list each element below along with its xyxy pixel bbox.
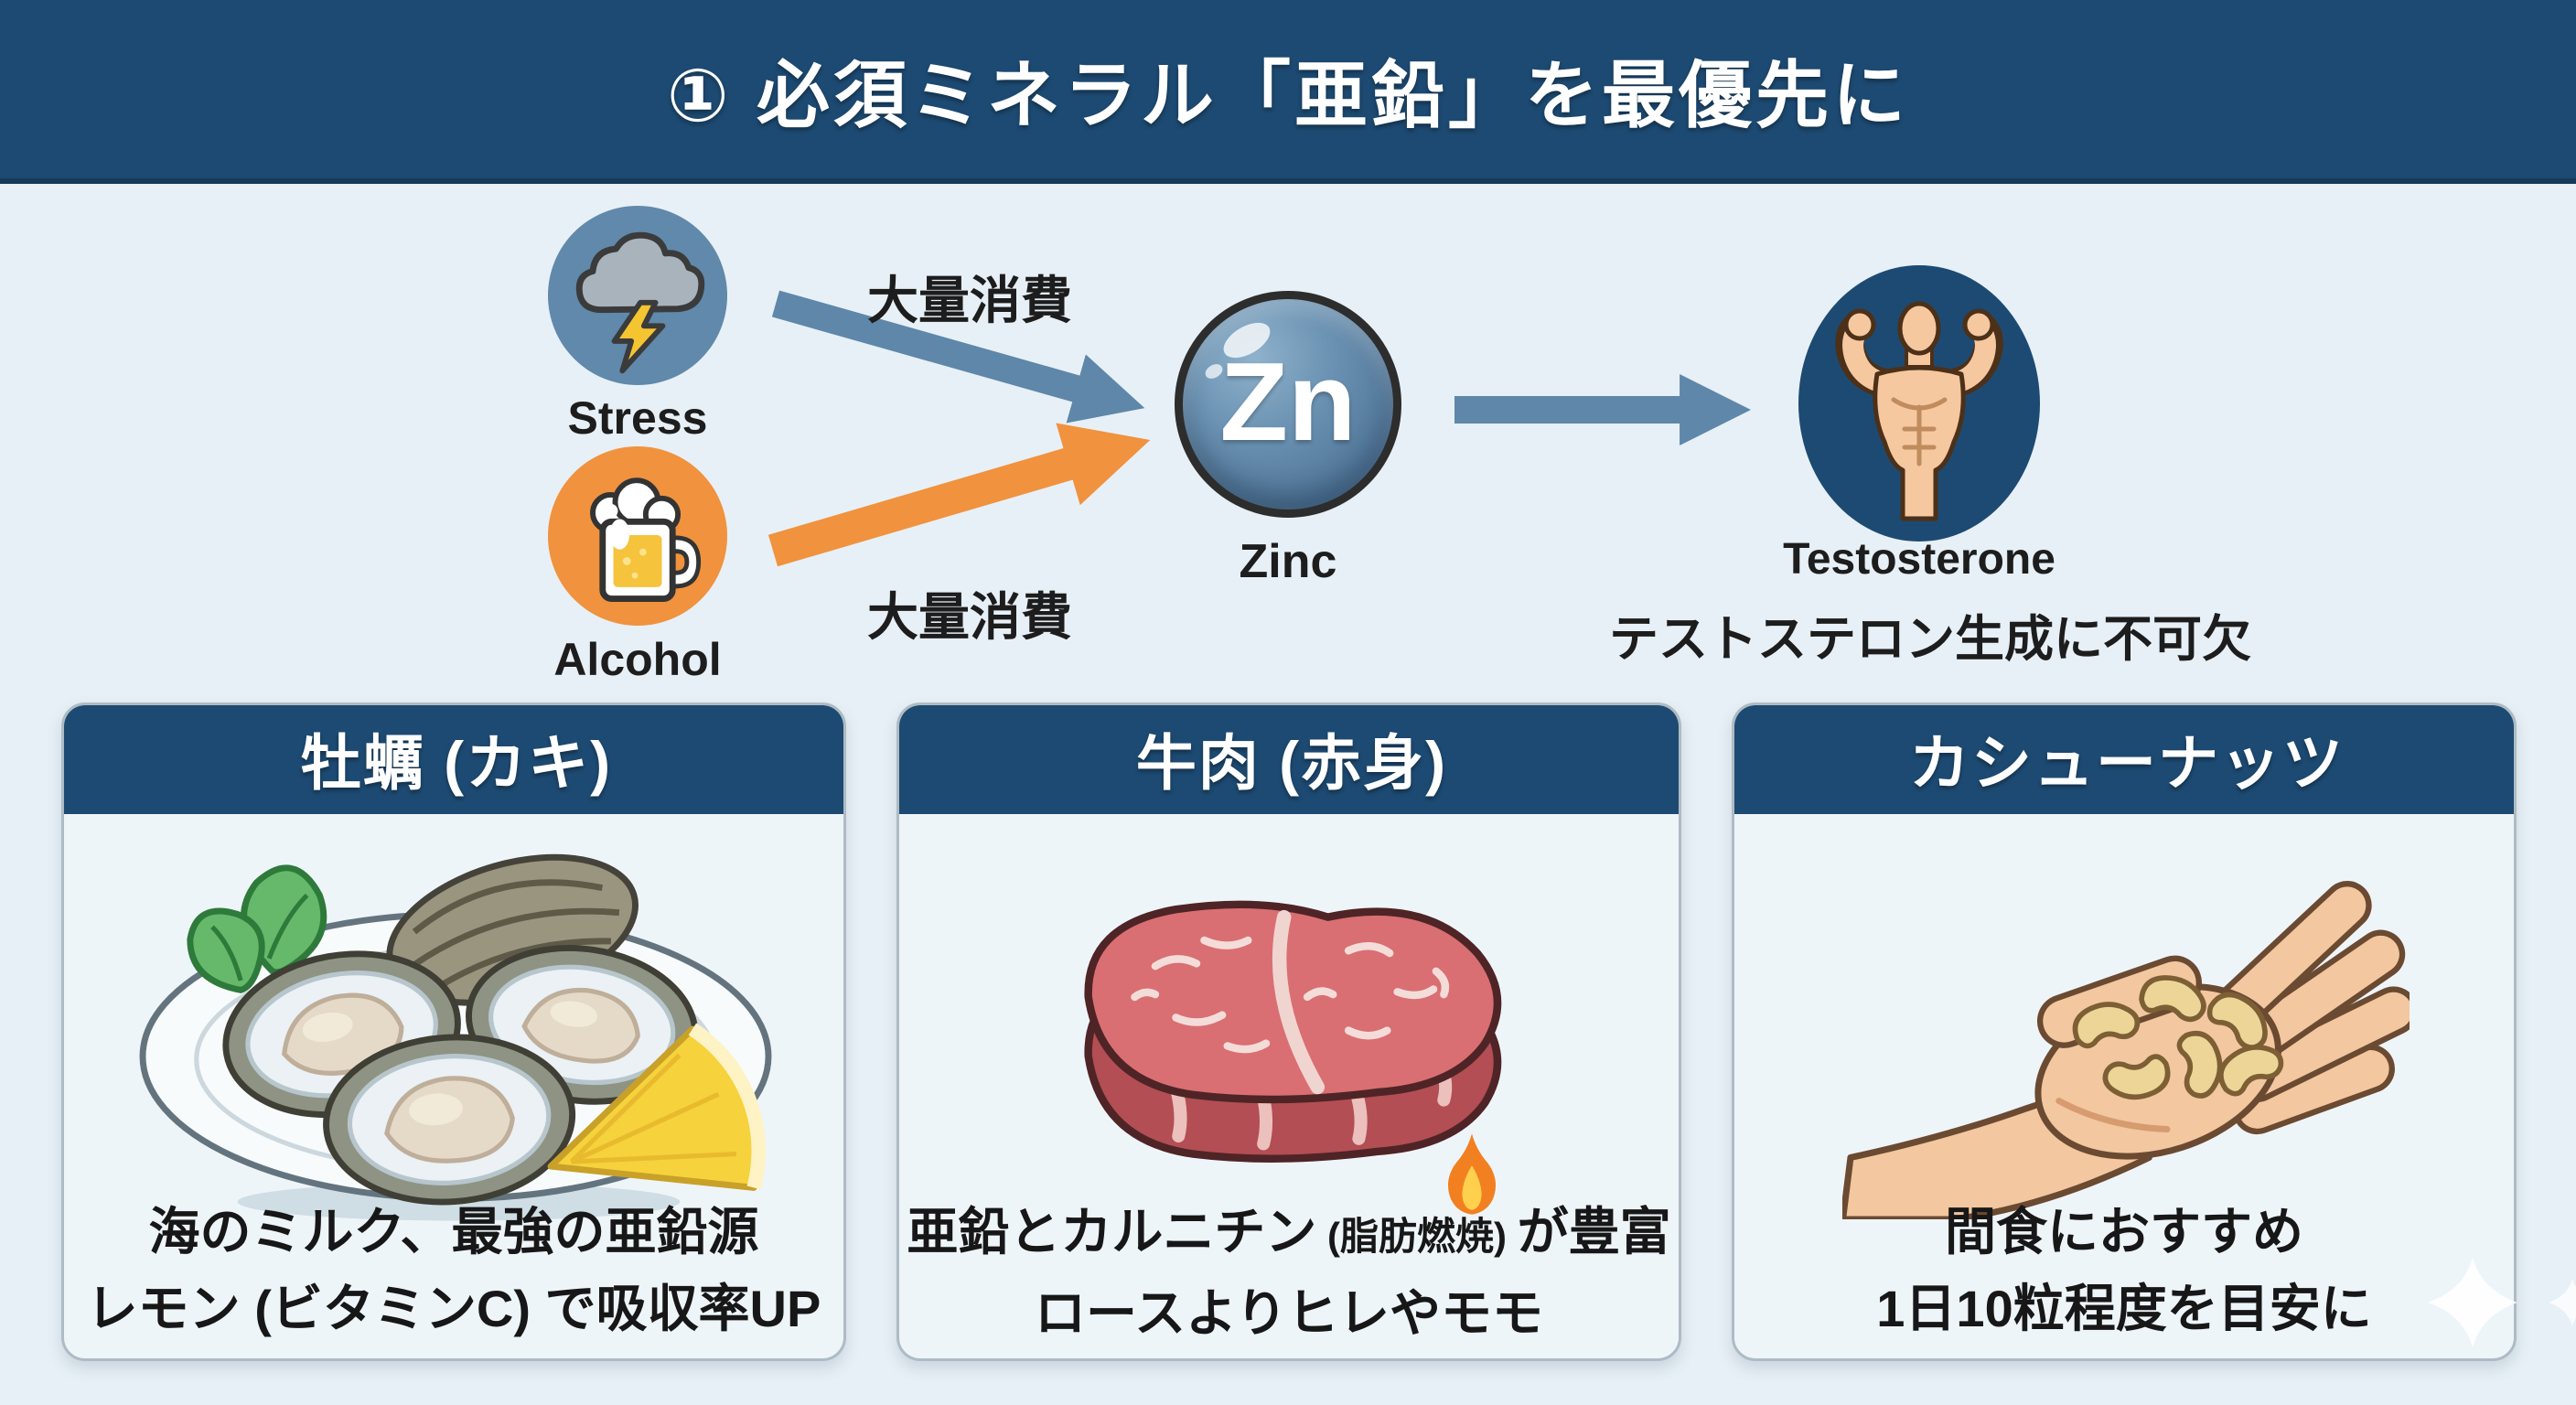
sparkle-icon xyxy=(2428,1258,2517,1347)
open-oyster-front xyxy=(323,1034,576,1206)
alcohol-label: Alcohol xyxy=(553,634,722,685)
card-cashew-header: カシューナッツ xyxy=(1734,705,2514,814)
card-oyster-line2: レモン (ビタミンC) で吸収率UP xyxy=(86,1280,821,1337)
card-cashew-line2: 1日10粒程度を目安に xyxy=(1876,1280,2372,1337)
header-banner: ① 必須ミネラル「亜鉛」を最優先に xyxy=(0,0,2576,184)
card-cashew-text: 間食におすすめ 1日10粒程度を目安に xyxy=(1734,1194,2514,1347)
sparkle-icon-small xyxy=(2549,1279,2576,1326)
fat-seam xyxy=(1272,909,1326,1095)
stress-badge xyxy=(548,206,727,385)
palm-crease xyxy=(2055,1098,2171,1133)
oysters-plate-illustration xyxy=(139,853,772,1221)
alcohol-arrow-label: 大量消費 xyxy=(867,588,1072,646)
card-beef-title: 牛肉 (赤身) xyxy=(1135,729,1448,797)
flexing-muscles-icon xyxy=(1835,301,2003,521)
mint-leaves xyxy=(187,864,327,993)
card-oyster-title: 牡蠣 (カキ) xyxy=(300,729,613,797)
zinc-label: Zinc xyxy=(1239,535,1337,588)
zinc-symbol: Zn xyxy=(1219,339,1357,464)
card-oyster-header: 牡蠣 (カキ) xyxy=(64,705,843,814)
alcohol-badge xyxy=(548,446,727,626)
beef-steak-illustration xyxy=(1084,900,1502,1163)
card-beef: 牛肉 (赤身) xyxy=(896,702,1681,1361)
card-cashew-title: カシューナッツ xyxy=(1909,729,2345,797)
alcohol-to-zinc-arrow xyxy=(767,423,1151,567)
card-oyster: 牡蠣 (カキ) xyxy=(61,702,846,1361)
hand-cashews-illustration xyxy=(1842,881,2410,1219)
card-oyster-text: 海のミルク、最強の亜鉛源 レモン (ビタミンC) で吸収率UP xyxy=(64,1194,843,1347)
testosterone-caption: テストステロン生成に不可欠 xyxy=(1609,612,2251,667)
card-beef-line2: ロースよりヒレやモモ xyxy=(1034,1284,1544,1342)
storm-cloud-lightning-icon xyxy=(575,231,705,374)
card-beef-header: 牛肉 (赤身) xyxy=(899,705,1679,814)
storm-cloud-shape xyxy=(575,231,705,314)
testosterone-label: Testosterone xyxy=(1783,535,2055,584)
marbling xyxy=(1131,936,1450,1054)
steak-top xyxy=(1084,900,1502,1104)
card-beef-line1: 亜鉛とカルニチン (脂肪燃焼) が豊富 xyxy=(907,1203,1671,1260)
card-cashew: カシューナッツ xyxy=(1732,702,2517,1361)
stress-label: Stress xyxy=(567,392,708,444)
lemon-wedge xyxy=(547,1023,767,1191)
lightning-bolt-shape xyxy=(611,299,666,374)
testosterone-badge xyxy=(1798,265,2040,542)
cashew-nuts xyxy=(2072,975,2284,1100)
card-beef-text: 亜鉛とカルニチン (脂肪燃焼) が豊富 ロースよりヒレやモモ xyxy=(899,1194,1679,1352)
flame-icon xyxy=(1447,1133,1497,1215)
beer-mug-icon xyxy=(590,477,702,603)
zinc-sphere-icon: Zn xyxy=(1175,291,1401,518)
stress-arrow-label: 大量消費 xyxy=(867,272,1072,329)
card-cashew-line1: 間食におすすめ xyxy=(1945,1203,2303,1260)
page-title: ① 必須ミネラル「亜鉛」を最優先に xyxy=(667,54,1909,136)
card-oyster-line1: 海のミルク、最強の亜鉛源 xyxy=(148,1203,759,1260)
